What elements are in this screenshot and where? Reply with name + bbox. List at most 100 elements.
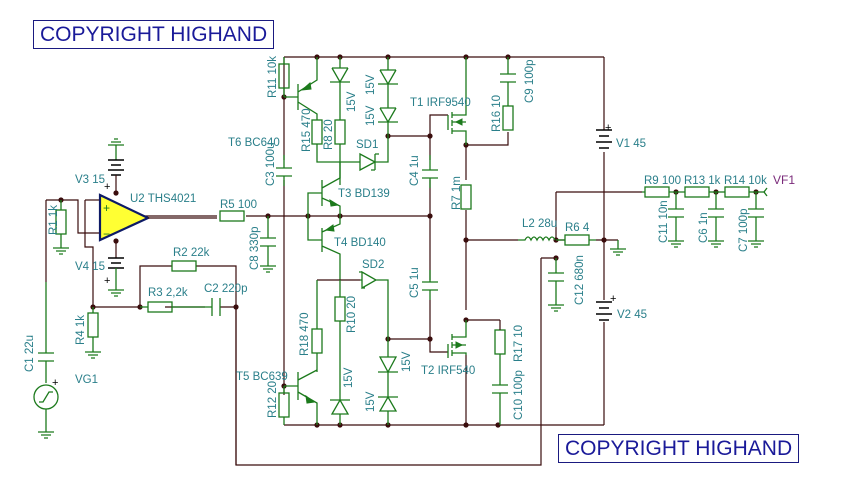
label-r15: R15 470 xyxy=(301,109,313,152)
capacitor-c10[interactable] xyxy=(492,380,508,425)
resistor-r14[interactable] xyxy=(724,186,765,198)
resistor-r16[interactable] xyxy=(502,97,514,131)
resistor-r3[interactable] xyxy=(140,301,212,313)
label-c12: C12 680n xyxy=(574,255,586,305)
v3-plus-sign: + xyxy=(104,181,110,193)
resistor-r13[interactable] xyxy=(684,186,725,198)
resistor-r5[interactable] xyxy=(219,210,245,222)
label-v4: V4 15 xyxy=(75,261,105,273)
resistor-r9[interactable] xyxy=(642,186,685,198)
capacitor-c8[interactable] xyxy=(260,216,276,273)
mosfet-t2[interactable] xyxy=(429,320,467,358)
label-r5: R5 100 xyxy=(220,199,257,211)
label-v1: V1 45 xyxy=(616,138,646,150)
resistor-r18[interactable] xyxy=(311,280,323,372)
resistor-r17[interactable] xyxy=(494,320,506,380)
output-probe-vf1[interactable] xyxy=(763,187,768,197)
zener-diode-z1[interactable] xyxy=(330,57,350,120)
v2-plus-sign: + xyxy=(610,293,616,305)
label-r1: R1 1k xyxy=(48,205,60,235)
label-r2: R2 22k xyxy=(173,247,210,259)
capacitor-c3[interactable] xyxy=(276,155,292,186)
labels: V3 15 U2 THS4021 V4 15 R5 100 R2 22k R3 … xyxy=(24,56,795,420)
label-c2: C2 220p xyxy=(204,283,247,295)
schottky-diode-sd1[interactable] xyxy=(340,136,389,172)
label-u2: U2 THS4021 xyxy=(130,193,196,205)
resistor-r6[interactable] xyxy=(556,234,596,246)
ground-symbol-output xyxy=(610,240,626,256)
resistor-r4[interactable] xyxy=(85,307,101,359)
label-z6: 15V xyxy=(365,391,377,412)
schottky-diode-sd2[interactable] xyxy=(317,270,389,339)
label-r12: R12 20 xyxy=(267,381,279,418)
wires xyxy=(45,56,642,466)
mosfet-t1[interactable] xyxy=(429,57,467,145)
label-c6: C6 1n xyxy=(698,212,710,243)
label-vf1: VF1 xyxy=(773,173,795,187)
transistor-t3[interactable] xyxy=(307,162,341,216)
zener-diode-z4[interactable] xyxy=(330,395,350,425)
signal-source-vg1[interactable] xyxy=(33,384,59,439)
resistor-r7[interactable] xyxy=(460,184,472,210)
label-z5: 15V xyxy=(401,351,413,372)
capacitor-c9[interactable] xyxy=(500,57,516,97)
v1-plus-sign: + xyxy=(605,122,611,134)
label-c10: C10 100p xyxy=(513,370,525,420)
inductor-l2[interactable] xyxy=(518,236,556,242)
label-c3: C3 100u xyxy=(265,143,277,186)
label-t2: T2 IRF540 xyxy=(421,365,475,377)
capacitor-c1[interactable] xyxy=(38,282,54,383)
zener-diode-z5[interactable] xyxy=(378,339,398,397)
capacitor-c11[interactable] xyxy=(668,192,684,248)
transistor-t6[interactable] xyxy=(284,57,318,120)
copyright-watermark-bottom: COPYRIGHT HIGHAND xyxy=(558,434,800,463)
label-c9: C9 100p xyxy=(524,60,536,103)
battery-v3[interactable] xyxy=(108,138,124,193)
v4-plus-sign: + xyxy=(104,275,110,287)
resistor-r11[interactable] xyxy=(278,57,290,97)
label-r3: R3 2,2k xyxy=(148,287,188,299)
label-r14: R14 10k xyxy=(724,175,767,187)
zener-diode-z6[interactable] xyxy=(378,395,398,425)
label-r18: R18 470 xyxy=(299,313,311,356)
capacitor-c4[interactable] xyxy=(422,155,438,188)
resistor-r1[interactable] xyxy=(53,200,69,255)
opamp-minus-label: − xyxy=(103,227,110,241)
transistor-t4[interactable] xyxy=(307,216,341,280)
label-c1: C1 22u xyxy=(24,335,36,372)
opamp-u2[interactable]: + − xyxy=(98,193,217,242)
capacitor-c2[interactable] xyxy=(211,298,221,316)
label-sd1: SD1 xyxy=(356,139,378,151)
resistor-r15[interactable] xyxy=(311,119,340,163)
label-r16: R16 10 xyxy=(491,95,503,132)
transistor-t5[interactable] xyxy=(284,369,318,425)
label-r17: R17 10 xyxy=(513,325,525,362)
capacitor-c12[interactable] xyxy=(548,258,564,312)
label-c8: C8 330p xyxy=(249,227,261,270)
label-r8: R8 20 xyxy=(323,119,335,150)
label-r6: R6 4 xyxy=(565,222,590,234)
zener-diode-z3[interactable] xyxy=(378,107,398,136)
label-c5: C5 1u xyxy=(409,267,421,298)
resistor-r10[interactable] xyxy=(334,280,346,395)
label-r13: R13 1k xyxy=(684,175,721,187)
label-c7: C7 100p xyxy=(738,209,750,252)
label-v2: V2 45 xyxy=(617,309,647,321)
resistor-r2[interactable] xyxy=(171,260,197,272)
capacitor-c5[interactable] xyxy=(422,270,438,300)
label-z3: 15V xyxy=(365,105,377,126)
label-c11: C11 10n xyxy=(658,200,670,243)
battery-v2[interactable]: + xyxy=(596,293,616,321)
capacitor-c7[interactable] xyxy=(748,192,764,248)
battery-v4[interactable] xyxy=(108,241,124,297)
resistor-r12[interactable] xyxy=(278,386,290,425)
zener-diode-z2[interactable] xyxy=(378,57,398,108)
label-r9: R9 100 xyxy=(644,175,681,187)
label-l2: L2 28u xyxy=(522,218,557,230)
copyright-watermark-top: COPYRIGHT HIGHAND xyxy=(33,20,275,49)
battery-v1[interactable]: + xyxy=(596,122,612,149)
label-t4: T4 BD140 xyxy=(334,237,386,249)
label-c4: C4 1u xyxy=(409,155,421,186)
capacitor-c6[interactable] xyxy=(708,192,724,248)
